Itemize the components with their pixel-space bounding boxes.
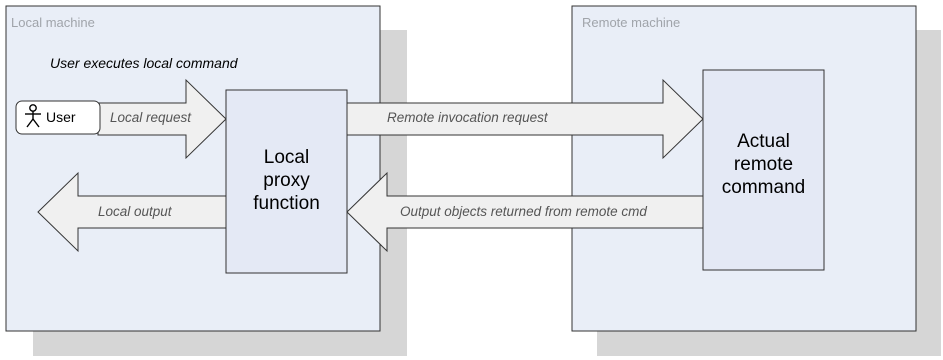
local-request-arrow — [97, 78, 227, 160]
local-proxy-label-line-1: Local — [263, 147, 310, 168]
remote-command-label: Actual remote command — [703, 130, 824, 199]
local-proxy-box — [225, 89, 348, 274]
user-label: User — [46, 109, 76, 125]
remote-machine-title: Remote machine — [582, 15, 681, 30]
local-proxy-label-line-3: function — [253, 193, 320, 214]
remote-command-label-line-3: command — [721, 177, 806, 198]
local-proxy-label: Local proxy function — [226, 146, 347, 215]
local-request-label: Local request — [110, 110, 192, 125]
local-proxy-label-line-2: proxy — [263, 170, 310, 191]
remote-command-box — [702, 69, 825, 271]
remote-command-label-line-2: remote — [733, 154, 794, 175]
local-output-label: Local output — [98, 204, 172, 219]
output-returned-label: Output objects returned from remote cmd — [400, 204, 647, 219]
remote-invocation-label: Remote invocation request — [387, 110, 548, 125]
remote-invocation-arrow — [346, 78, 704, 160]
user-action-annotation: User executes local command — [50, 55, 238, 71]
output-returned-arrow — [346, 171, 704, 253]
local-machine-title: Local machine — [11, 15, 95, 30]
local-output-arrow — [37, 171, 227, 253]
user-box — [15, 100, 101, 135]
remote-command-label-line-1: Actual — [737, 131, 790, 152]
user-actor-icon — [25, 104, 41, 128]
